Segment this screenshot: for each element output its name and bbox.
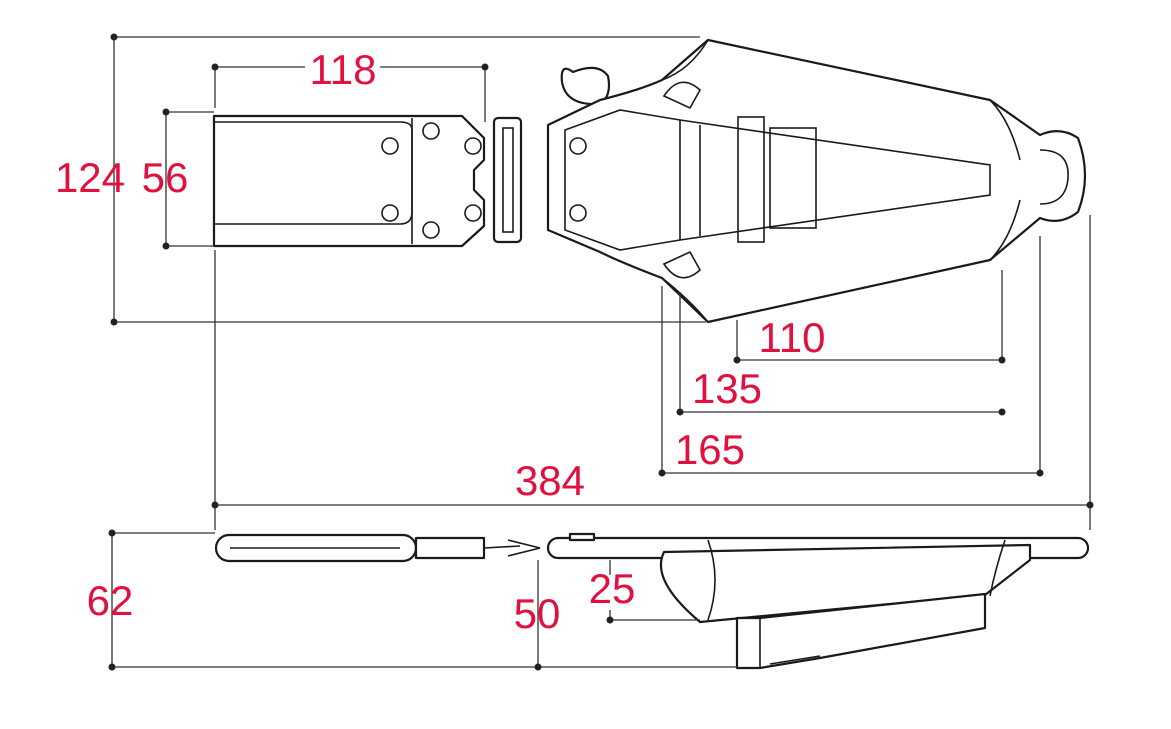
dim-124: 124 <box>55 154 125 201</box>
buckle-loop <box>492 116 523 244</box>
buckle-plate <box>212 114 486 248</box>
dim-135: 135 <box>692 365 762 412</box>
dim-25: 25 <box>589 565 636 612</box>
dim-50: 50 <box>514 590 561 637</box>
dim-165: 165 <box>675 426 745 473</box>
holster-body <box>546 38 1087 324</box>
dim-118: 118 <box>310 46 377 93</box>
dimension-lines <box>108 33 1094 671</box>
dimension-labels: 118 124 56 110 135 165 384 62 50 25 <box>55 46 826 637</box>
side-view <box>214 532 1090 670</box>
dim-56: 56 <box>142 154 189 201</box>
top-view <box>212 38 1087 324</box>
dim-110: 110 <box>759 314 826 361</box>
dim-62: 62 <box>87 577 134 624</box>
dim-384: 384 <box>515 457 585 504</box>
